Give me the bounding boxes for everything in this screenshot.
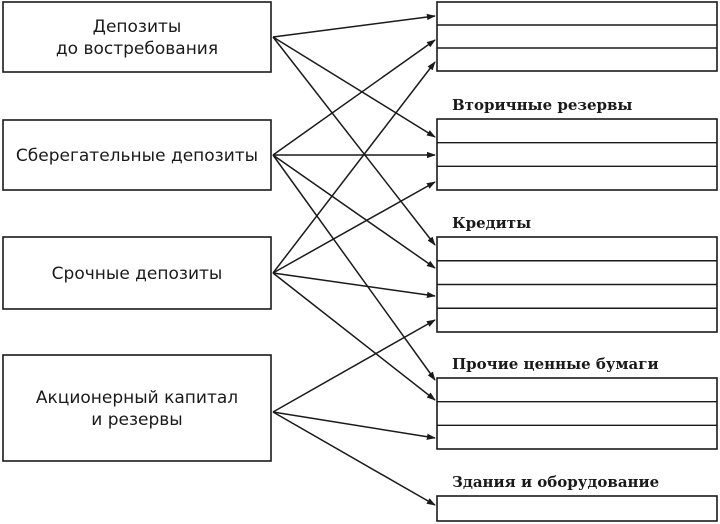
target-label: Вторичные резервы xyxy=(452,96,632,114)
target-box-loans: Кредиты xyxy=(436,214,718,333)
source-label-line: Акционерный капитал xyxy=(36,388,238,408)
target-box-frame xyxy=(436,1,718,72)
arrow-time-to-loans xyxy=(272,272,436,298)
target-box-buildings: Здания и оборудование xyxy=(436,473,718,522)
source-box-frame xyxy=(2,1,272,73)
arrow-time-to-primary_reserves xyxy=(272,61,436,274)
arrow-savings-to-primary_reserves xyxy=(272,39,436,156)
target-label: Прочие ценные бумаги xyxy=(452,355,659,373)
target-box-primary_reserves xyxy=(436,1,718,72)
source-box-time: Срочные депозиты xyxy=(2,236,272,310)
target-box-frame xyxy=(436,377,718,450)
arrow-equity-to-other_securities xyxy=(272,411,436,440)
arrow-savings-to-other_securities xyxy=(272,154,436,381)
source-label-line: Депозиты xyxy=(93,17,182,37)
arrow-demand-to-loans xyxy=(272,36,436,246)
source-box-frame xyxy=(2,354,272,462)
source-label-line: Сберегательные депозиты xyxy=(16,146,258,166)
arrow-savings-to-loans xyxy=(272,154,436,269)
source-label-line: Срочные депозиты xyxy=(52,264,223,284)
arrows-layer xyxy=(272,13,436,506)
arrow-time-to-secondary_reserves xyxy=(272,181,436,274)
source-label-line: до востребования xyxy=(56,39,218,59)
target-box-other_securities: Прочие ценные бумаги xyxy=(436,355,718,450)
arrow-equity-to-buildings xyxy=(272,411,436,506)
arrow-demand-to-secondary_reserves xyxy=(272,36,436,138)
source-box-savings: Сберегательные депозиты xyxy=(2,119,272,191)
target-box-secondary_reserves: Вторичные резервы xyxy=(436,96,718,191)
arrow-time-to-other_securities xyxy=(272,272,436,401)
arrow-equity-to-loans xyxy=(272,319,436,413)
target-box-frame xyxy=(436,118,718,191)
target-label: Кредиты xyxy=(452,214,531,232)
source-box-frame xyxy=(2,119,272,191)
target-box-frame xyxy=(436,495,718,522)
source-label-line: и резервы xyxy=(91,410,182,430)
source-box-frame xyxy=(2,236,272,310)
target-label: Здания и оборудование xyxy=(452,473,659,491)
arrow-demand-to-primary_reserves xyxy=(272,13,436,38)
